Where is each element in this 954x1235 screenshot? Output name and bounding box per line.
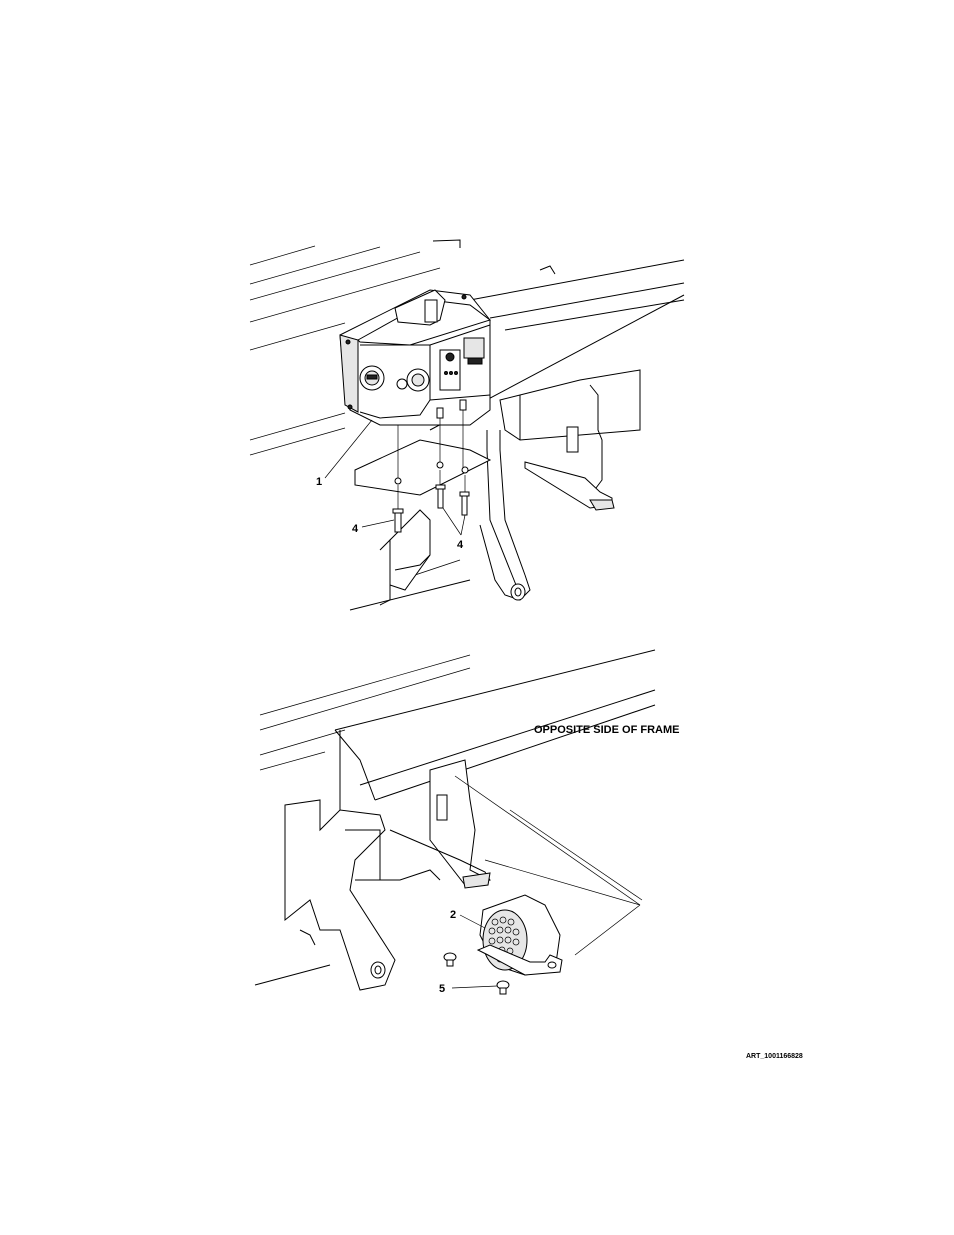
callout-item-5: 5 bbox=[439, 983, 445, 995]
bottom-view-frame bbox=[255, 650, 655, 990]
callout-item-1: 1 bbox=[316, 476, 322, 488]
callout-item-2: 2 bbox=[450, 909, 456, 921]
callout-item-4-left: 4 bbox=[352, 523, 359, 535]
view-label: OPPOSITE SIDE OF FRAME bbox=[534, 724, 679, 736]
callout-item-4-right: 4 bbox=[457, 539, 464, 551]
control-box bbox=[340, 290, 490, 425]
backup-alarm bbox=[478, 895, 562, 975]
art-id: ART_1001166828 bbox=[746, 1053, 803, 1060]
